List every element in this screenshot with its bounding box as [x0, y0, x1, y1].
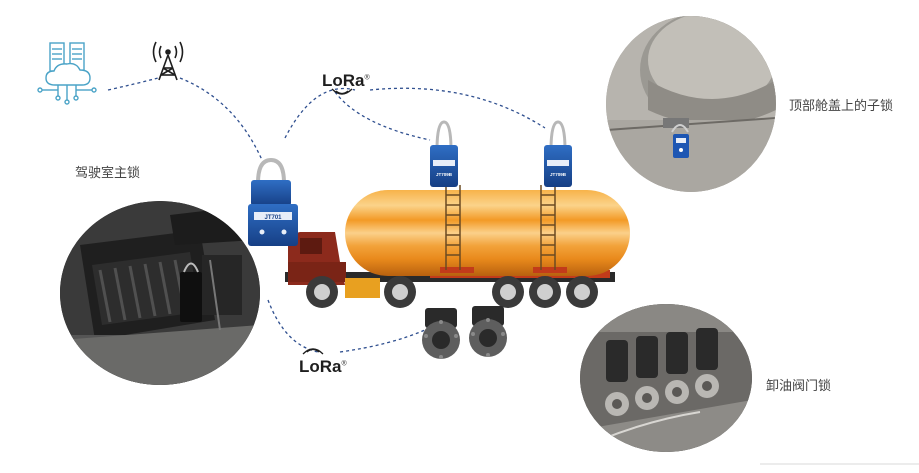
lora-signal-icon-bottom — [302, 348, 324, 355]
sublock-2-model: JT709B — [550, 172, 567, 177]
radio-tower-icon — [152, 41, 184, 81]
sublock-1-model: JT709B — [436, 172, 453, 177]
top-hatch-lock-label: 顶部舱盖上的子锁 — [789, 99, 894, 114]
cab-lock-label: 驾驶室主锁 — [75, 166, 141, 181]
link-truck-lora-bottom — [267, 299, 319, 353]
cloud-server-icon — [37, 42, 97, 105]
link-tower-truck — [179, 77, 263, 161]
lora-label-bottom: LoRa® — [299, 357, 347, 376]
truck-wheels — [306, 276, 598, 308]
lora-label-top: LoRa® — [322, 71, 370, 90]
link-cloud-tower — [107, 77, 159, 91]
link-lora-sublock1 — [334, 91, 431, 141]
tanker-truck — [285, 185, 630, 308]
link-truck-lora-top — [284, 88, 356, 139]
sublock-2: JT709B — [544, 120, 572, 187]
communication-links — [107, 77, 546, 353]
lora-signal-icon — [331, 88, 353, 95]
link-lora-sublock2 — [369, 87, 546, 129]
main-lock-device: JT701 — [248, 157, 298, 246]
valve-lock-label: 卸油阀门锁 — [766, 379, 832, 394]
cab-lock-photo — [60, 201, 260, 385]
valve-lock-photo — [580, 304, 752, 452]
tank-ladders — [445, 185, 556, 270]
main-lock-model: JT701 — [264, 215, 282, 221]
top-hatch-photo — [606, 16, 776, 192]
link-lora-valve — [339, 329, 426, 353]
sublock-1: JT709B — [430, 120, 458, 187]
valve-locks — [422, 306, 507, 359]
